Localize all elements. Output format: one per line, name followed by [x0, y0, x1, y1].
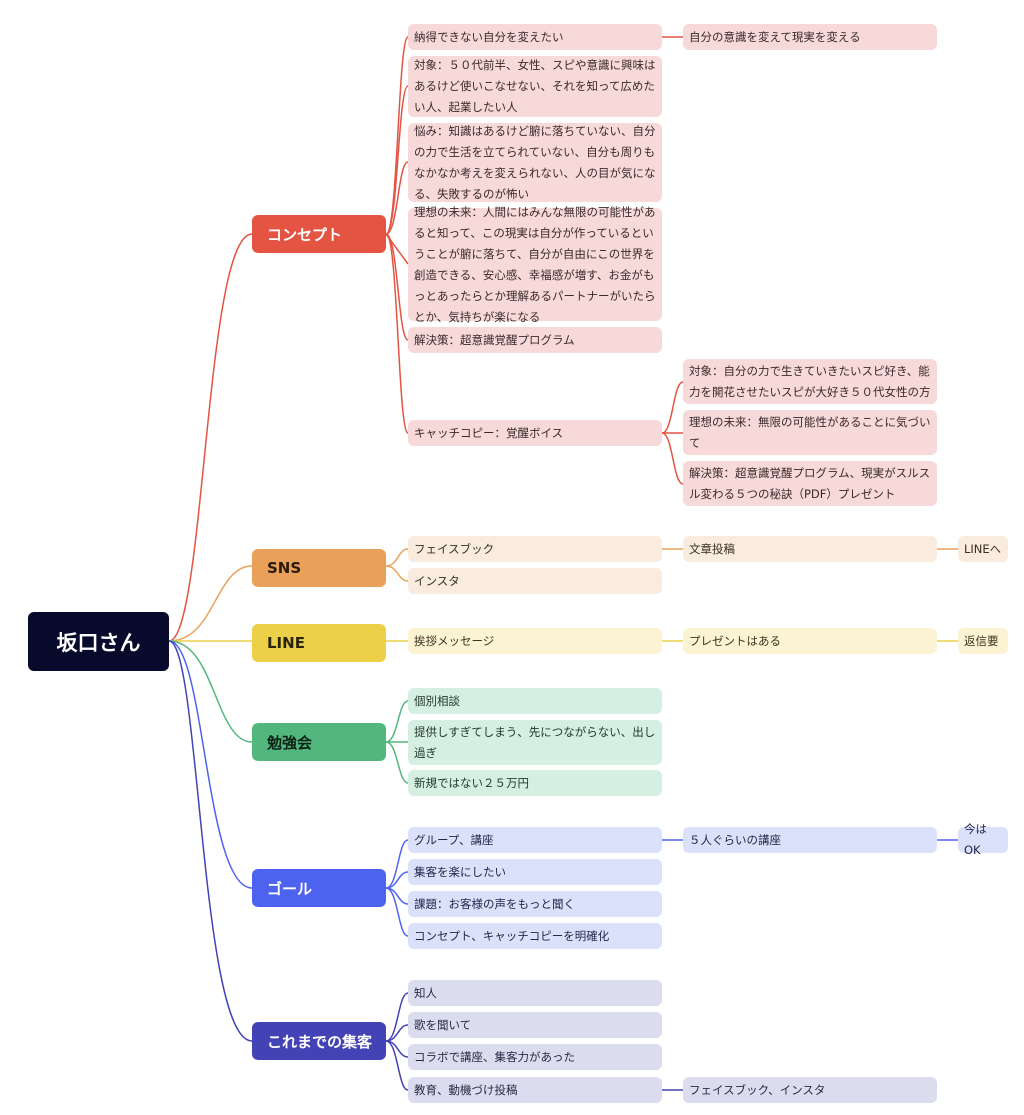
root-node[interactable]: 坂口さん — [28, 612, 169, 671]
past-marketing-item[interactable]: 知人 — [408, 980, 662, 1006]
sns-item[interactable]: フェイスブック — [408, 536, 662, 562]
concept-item[interactable]: 納得できない自分を変えたい — [408, 24, 662, 50]
branch-concept[interactable]: コンセプト — [252, 215, 386, 253]
branch-study-group[interactable]: 勉強会 — [252, 723, 386, 761]
line-item[interactable]: 挨拶メッセージ — [408, 628, 662, 654]
node-text: 解決策：超意識覚醒プログラム — [414, 332, 575, 347]
line-subitem[interactable]: 返信要 — [958, 628, 1008, 654]
sns-subitem[interactable]: 文章投稿 — [683, 536, 937, 562]
node-text: 提供しすぎてしまう、先につながらない、出し過ぎ — [414, 724, 656, 760]
node-text: 対象：自分の力で生きていきたいスピ好き、能力を開花させたいスピが大好き５０代女性… — [689, 363, 931, 399]
concept-subitem[interactable]: 解決策：超意識覚醒プログラム、現実がスルスル変わる５つの秘訣（PDF）プレゼント — [683, 461, 937, 506]
node-text: 挨拶メッセージ — [414, 633, 495, 648]
node-text: プレゼントはある — [689, 633, 781, 648]
node-text: 教育、動機づけ投稿 — [414, 1082, 518, 1097]
node-text: フェイスブック、インスタ — [689, 1082, 826, 1097]
branch-past-marketing[interactable]: これまでの集客 — [252, 1022, 386, 1060]
branch-goal[interactable]: ゴール — [252, 869, 386, 907]
concept-item[interactable]: 理想の未来：人間にはみんな無限の可能性があると知って、この現実は自分が作っている… — [408, 205, 662, 324]
goal-item[interactable]: 集客を楽にしたい — [408, 859, 662, 885]
node-text: コンセプト、キャッチコピーを明確化 — [414, 928, 610, 943]
concept-subitem[interactable]: 理想の未来：無限の可能性があることに気づいて — [683, 410, 937, 455]
sns-subitem[interactable]: LINEへ — [958, 536, 1008, 562]
node-text: 文章投稿 — [689, 541, 735, 556]
study-item[interactable]: 新規ではない２５万円 — [408, 770, 662, 796]
node-text: キャッチコピー：覚醒ボイス — [414, 425, 564, 440]
node-text: ５人ぐらいの講座 — [689, 832, 781, 847]
branch-sns[interactable]: SNS — [252, 549, 386, 587]
node-text: 新規ではない２５万円 — [414, 775, 529, 790]
node-text: 理想の未来：人間にはみんな無限の可能性があると知って、この現実は自分が作っている… — [414, 204, 656, 324]
node-text: インスタ — [414, 573, 460, 588]
study-item[interactable]: 提供しすぎてしまう、先につながらない、出し過ぎ — [408, 720, 662, 765]
node-text: グループ、講座 — [414, 832, 494, 847]
node-text: 自分の意識を変えて現実を変える — [689, 29, 861, 44]
node-text: 課題：お客様の声をもっと聞く — [414, 896, 575, 911]
node-text: 悩み：知識はあるけど腑に落ちていない、自分の力で生活を立てられていない、自分も周… — [414, 123, 656, 201]
node-text: LINEへ — [964, 541, 1002, 556]
node-text: コラボで講座、集客力があった — [414, 1049, 575, 1064]
concept-subitem[interactable]: 対象：自分の力で生きていきたいスピ好き、能力を開花させたいスピが大好き５０代女性… — [683, 359, 937, 404]
goal-item[interactable]: 課題：お客様の声をもっと聞く — [408, 891, 662, 917]
concept-item[interactable]: 悩み：知識はあるけど腑に落ちていない、自分の力で生活を立てられていない、自分も周… — [408, 123, 662, 202]
past-marketing-subitem[interactable]: フェイスブック、インスタ — [683, 1077, 937, 1103]
goal-item[interactable]: グループ、講座 — [408, 827, 662, 853]
line-subitem[interactable]: プレゼントはある — [683, 628, 937, 654]
goal-item[interactable]: コンセプト、キャッチコピーを明確化 — [408, 923, 662, 949]
goal-subitem[interactable]: 今はOK — [958, 822, 1008, 857]
study-item[interactable]: 個別相談 — [408, 688, 662, 714]
node-text: 解決策：超意識覚醒プログラム、現実がスルスル変わる５つの秘訣（PDF）プレゼント — [689, 465, 931, 501]
concept-item[interactable]: 対象：５０代前半、女性、スピや意識に興味はあるけど使いこなせない、それを知って広… — [408, 56, 662, 117]
branch-line[interactable]: LINE — [252, 624, 386, 662]
node-text: フェイスブック — [414, 541, 495, 556]
node-text: 個別相談 — [414, 693, 460, 708]
goal-subitem[interactable]: ５人ぐらいの講座 — [683, 827, 937, 853]
node-text: 今はOK — [964, 822, 987, 857]
node-text: 歌を聞いて — [414, 1017, 472, 1032]
concept-item[interactable]: 解決策：超意識覚醒プログラム — [408, 327, 662, 353]
sns-item[interactable]: インスタ — [408, 568, 662, 594]
node-text: 理想の未来：無限の可能性があることに気づいて — [689, 414, 931, 450]
node-text: 知人 — [414, 985, 437, 1000]
concept-item[interactable]: キャッチコピー：覚醒ボイス — [408, 420, 662, 446]
node-text: 集客を楽にしたい — [414, 864, 506, 879]
node-text: 対象：５０代前半、女性、スピや意識に興味はあるけど使いこなせない、それを知って広… — [414, 58, 656, 114]
concept-subitem[interactable]: 自分の意識を変えて現実を変える — [683, 24, 937, 50]
past-marketing-item[interactable]: 歌を聞いて — [408, 1012, 662, 1038]
past-marketing-item[interactable]: コラボで講座、集客力があった — [408, 1044, 662, 1070]
past-marketing-item[interactable]: 教育、動機づけ投稿 — [408, 1077, 662, 1103]
node-text: 返信要 — [964, 633, 999, 648]
node-text: 納得できない自分を変えたい — [414, 29, 564, 44]
